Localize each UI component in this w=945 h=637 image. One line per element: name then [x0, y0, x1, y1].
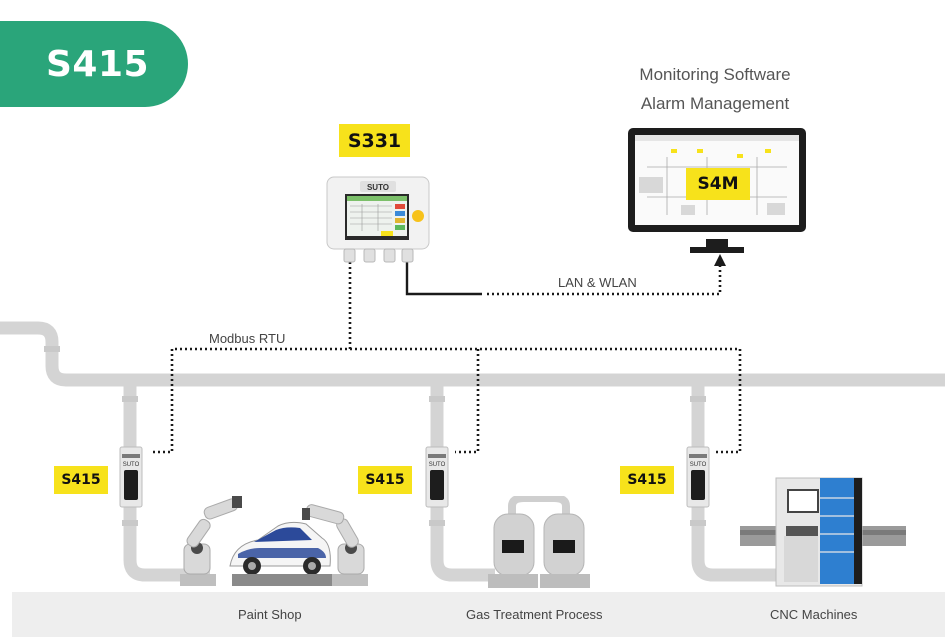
- floor-strip: [12, 592, 945, 637]
- cnc-machine-icon: [740, 477, 906, 587]
- controller-tag: S331: [339, 124, 410, 157]
- monitor-caption-line2: Alarm Management: [640, 94, 790, 113]
- sensor-3-tag: S415: [620, 466, 674, 494]
- sensor-2-tag: S415: [358, 466, 412, 494]
- monitor-caption: Monitoring Software Alarm Management: [600, 60, 830, 118]
- monitor-tag: S4M: [686, 168, 750, 200]
- product-badge: S415: [0, 21, 188, 107]
- monitor-caption-line1: Monitoring Software: [639, 65, 791, 84]
- paint-robot-icon: [180, 496, 368, 586]
- sensor-2: SUTO: [425, 446, 449, 508]
- controller-brand: SUTO: [367, 183, 389, 192]
- station-label-cnc-machines: CNC Machines: [770, 607, 858, 622]
- station-label-gas-treatment: Gas Treatment Process: [466, 607, 603, 622]
- sensor-2-brand: SUTO: [429, 462, 446, 468]
- gas-tank-icon: [488, 496, 590, 588]
- sensor-1-brand: SUTO: [123, 462, 140, 468]
- lan-wlan-label: LAN & WLAN: [558, 275, 637, 290]
- s331-controller: SUTO: [326, 176, 430, 263]
- modbus-rtu-label: Modbus RTU: [209, 331, 286, 346]
- sensor-3: SUTO: [686, 446, 710, 508]
- station-label-paint-shop: Paint Shop: [238, 607, 302, 622]
- lan-arrow-icon: [714, 254, 726, 266]
- sensor-1: SUTO: [119, 446, 143, 508]
- sensor-1-tag: S415: [54, 466, 108, 494]
- sensor-3-brand: SUTO: [690, 462, 707, 468]
